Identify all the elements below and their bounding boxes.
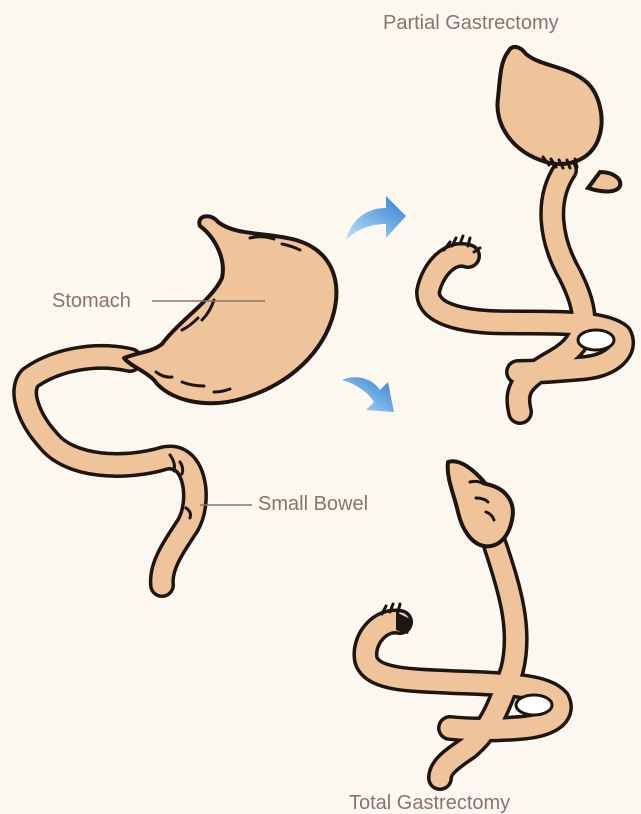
small-bowel-label: Small Bowel: [258, 494, 368, 514]
total-gastrectomy-label: Total Gastrectomy: [349, 793, 510, 813]
stomach-original: [124, 216, 336, 403]
stomach-remnant-partial: [497, 47, 601, 168]
partial-gastrectomy-label: Partial Gastrectomy: [383, 13, 559, 33]
partial-gastrectomy-anatomy: [428, 47, 622, 412]
esophagus-pouch-total: [448, 461, 513, 546]
bowel-total: [365, 545, 559, 778]
curved-arrow-icon: [346, 196, 406, 240]
original-anatomy: [25, 216, 336, 585]
bowel-partial: [428, 170, 622, 412]
curved-arrow-icon: [342, 377, 394, 412]
total-gastrectomy-anatomy: [365, 461, 559, 778]
stomach-label: Stomach: [52, 291, 131, 311]
